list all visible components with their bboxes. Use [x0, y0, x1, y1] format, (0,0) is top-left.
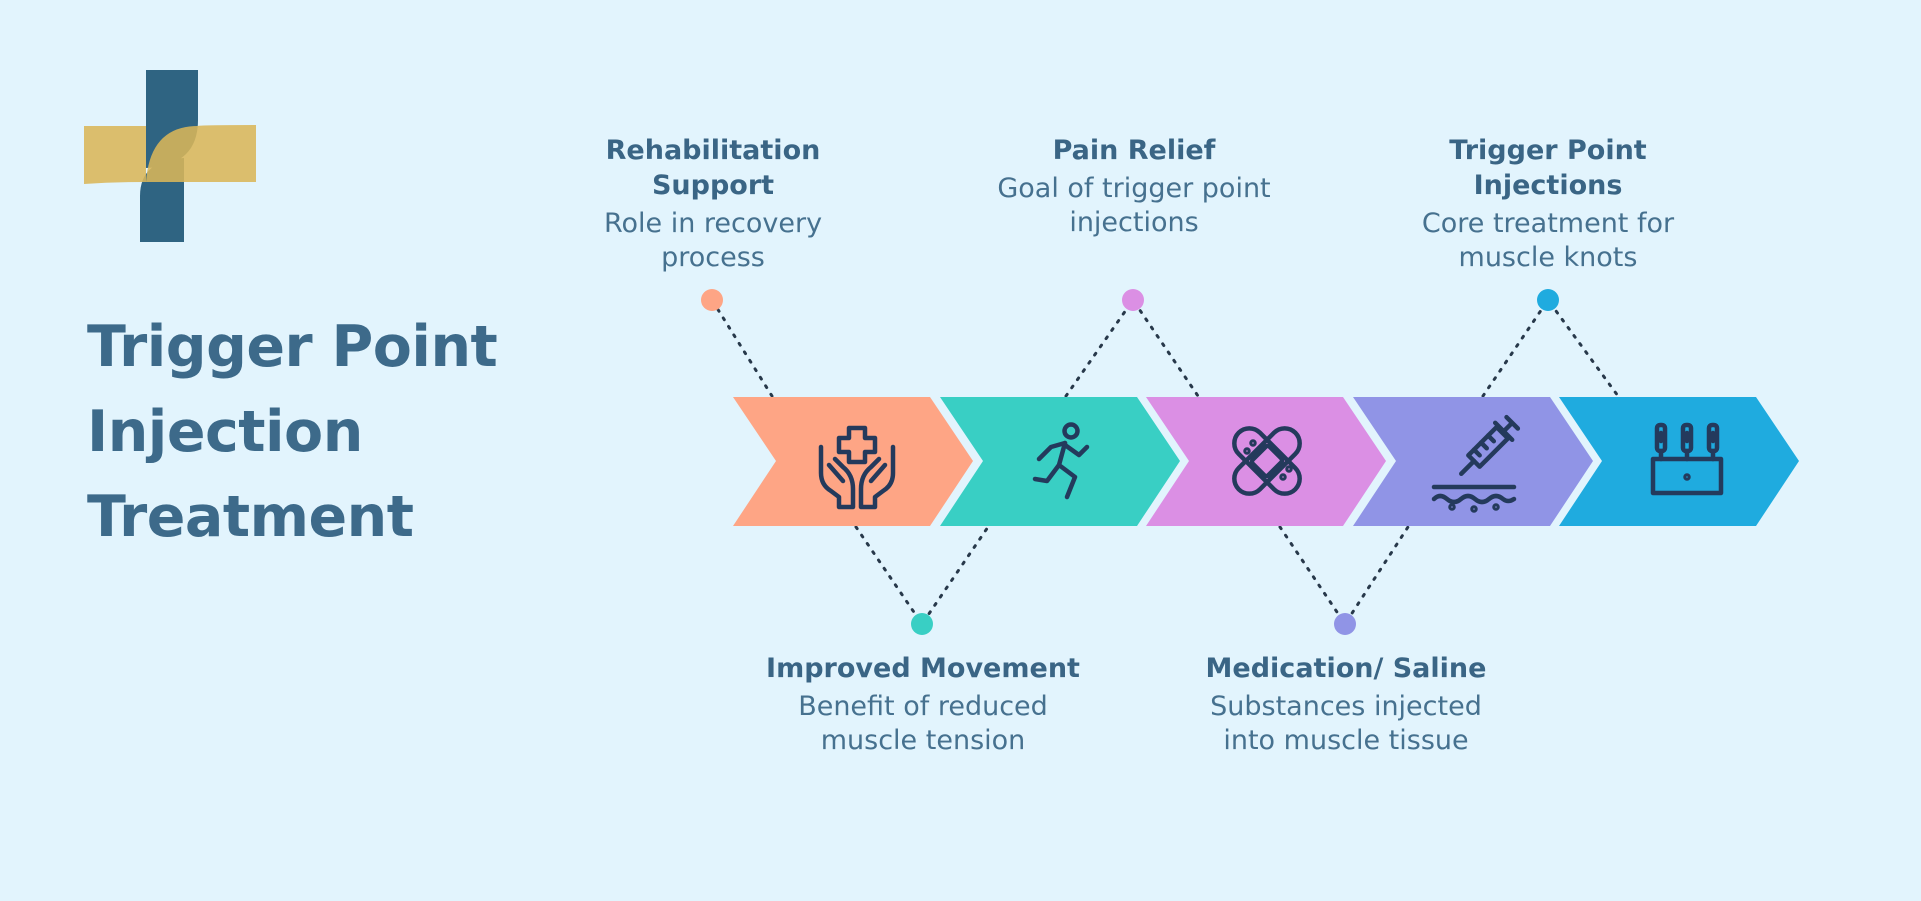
title-line-1: Trigger Point	[87, 314, 498, 380]
label-step-3: Pain Relief Goal of trigger point inject…	[974, 133, 1294, 240]
caring-hands-icon	[818, 425, 896, 510]
needles-icon	[1650, 422, 1724, 496]
connector-5	[1481, 297, 1620, 398]
label-step-2-text: Benefit of reduced muscle tension	[798, 691, 1048, 756]
label-step-3-text: Goal of trigger point injections	[997, 173, 1271, 238]
label-step-1-text: Role in recovery process	[603, 208, 823, 273]
chevron-step-5	[1559, 397, 1799, 526]
label-step-4-text: Substances injected into muscle tissue	[1210, 691, 1482, 756]
connector-1	[710, 298, 990, 627]
label-step-4-title: Medication/ Saline	[1205, 653, 1487, 684]
label-step-4: Medication/ Saline Substances injected i…	[1186, 651, 1506, 758]
dot-step-1	[701, 289, 723, 311]
label-step-2: Improved Movement Benefit of reduced mus…	[763, 651, 1083, 758]
label-step-1: Rehabilitation Support Role in recovery …	[553, 133, 873, 275]
label-step-1-title: Rehabilitation Support	[605, 135, 821, 201]
running-person-icon	[1032, 422, 1090, 500]
logo-gold-shape	[84, 126, 146, 184]
medical-cross-logo	[84, 70, 256, 242]
label-step-3-title: Pain Relief	[1052, 135, 1216, 166]
page-title: Trigger Point Injection Treatment	[87, 305, 567, 560]
chevron-step-3	[1146, 397, 1386, 526]
dot-step-2	[911, 613, 933, 635]
dot-step-3	[1122, 289, 1144, 311]
syringe-skin-icon	[1431, 414, 1521, 513]
connector-3	[1064, 297, 1200, 398]
label-step-2-title: Improved Movement	[766, 653, 1080, 684]
label-step-5-text: Core treatment for muscle knots	[1421, 208, 1675, 273]
label-step-5-title: Trigger Point Injections	[1449, 135, 1647, 201]
dot-step-4	[1334, 613, 1356, 635]
dot-step-5	[1537, 289, 1559, 311]
bandage-icon	[1232, 426, 1302, 496]
title-line-3: Treatment	[87, 484, 414, 550]
connector-4	[1278, 525, 1410, 627]
label-step-5: Trigger Point Injections Core treatment …	[1388, 133, 1708, 275]
title-line-2: Injection	[87, 399, 363, 465]
